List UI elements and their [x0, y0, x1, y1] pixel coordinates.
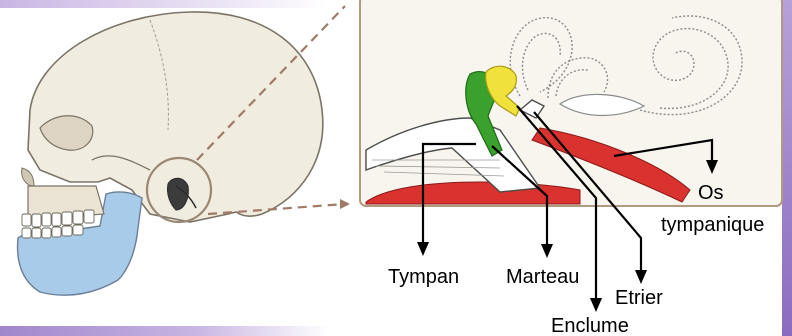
skull-nasal [22, 168, 34, 186]
label-marteau: Marteau [506, 266, 579, 288]
arrowhead-marteau [541, 244, 553, 258]
skull-teeth [22, 210, 94, 238]
label-etrier: Etrier [615, 287, 663, 309]
skull-illustration [18, 12, 323, 295]
arrowhead-tympan [417, 242, 429, 256]
arrowhead-etrier [635, 270, 647, 284]
label-os: Os [698, 182, 724, 204]
label-enclume: Enclume [551, 315, 629, 336]
label-tympan: Tympan [388, 266, 459, 288]
zoom-arrow-head [340, 199, 350, 209]
label-tympanique: tympanique [661, 214, 764, 236]
arrowhead-enclume [590, 298, 602, 312]
